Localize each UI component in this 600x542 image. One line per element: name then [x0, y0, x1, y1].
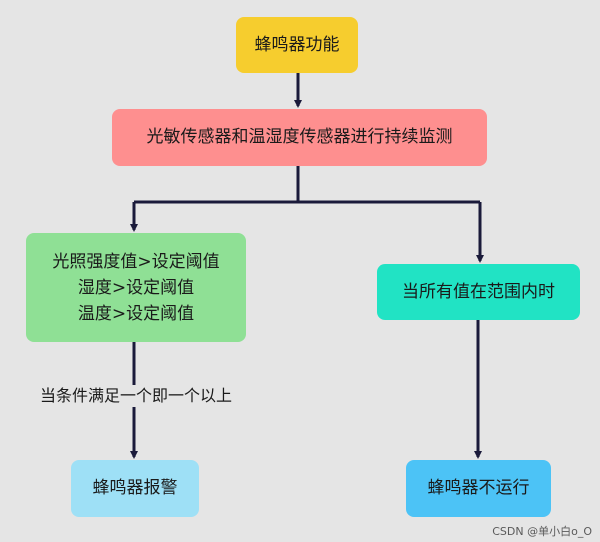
node-sensor-monitoring-label: 光敏传感器和温湿度传感器进行持续监测: [146, 127, 453, 147]
edge-label-condition-met: 当条件满足一个即一个以上: [24, 385, 248, 407]
condition-humidity: 湿度>设定阈值: [77, 277, 195, 298]
node-threshold-conditions: 光照强度值>设定阈值 湿度>设定阈值 温度>设定阈值: [26, 233, 246, 342]
node-all-values-in-range-label: 当所有值在范围内时: [402, 281, 555, 302]
node-buzzer-not-running: 蜂鸣器不运行: [406, 460, 551, 517]
node-all-values-in-range: 当所有值在范围内时: [377, 264, 580, 320]
node-sensor-monitoring: 光敏传感器和温湿度传感器进行持续监测: [112, 109, 487, 166]
node-buzzer-function-label: 蜂鸣器功能: [254, 34, 340, 55]
condition-light: 光照强度值>设定阈值: [52, 251, 220, 272]
watermark: CSDN @单小白o_O: [492, 525, 592, 538]
condition-temperature: 温度>设定阈值: [77, 303, 195, 324]
node-buzzer-alarm: 蜂鸣器报警: [71, 460, 199, 517]
node-buzzer-not-running-label: 蜂鸣器不运行: [427, 478, 530, 498]
node-buzzer-alarm-label: 蜂鸣器报警: [92, 478, 178, 498]
node-buzzer-function: 蜂鸣器功能: [236, 17, 358, 73]
